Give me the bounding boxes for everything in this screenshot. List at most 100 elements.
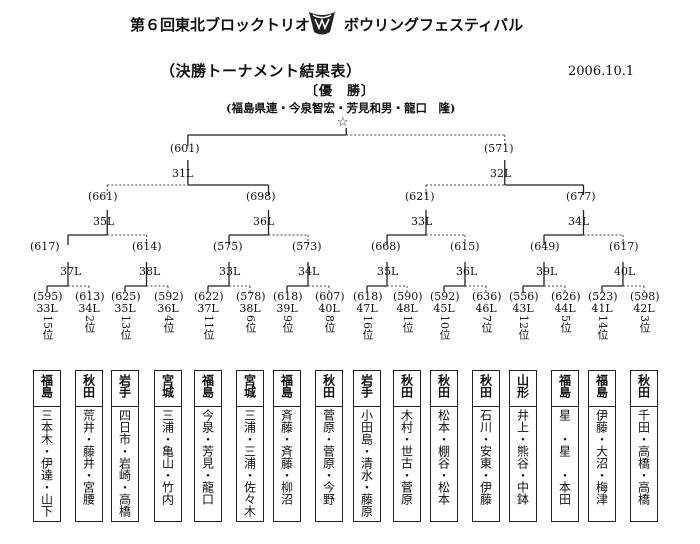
event-date: 2006.10.1 xyxy=(568,64,635,79)
card-divider xyxy=(394,406,420,407)
team-score: (592) xyxy=(154,290,184,303)
team-lane: 36L xyxy=(157,302,179,315)
card-divider xyxy=(473,406,499,407)
team-rank: 2位 xyxy=(83,315,96,333)
qf-lane-8: 40L xyxy=(614,265,636,278)
team-prefecture: 秋田 xyxy=(81,374,96,398)
team-lane: 44L xyxy=(554,302,576,315)
team-prefecture: 秋田 xyxy=(636,374,651,398)
team-prefecture: 山形 xyxy=(515,374,530,398)
team-players: 井上・熊谷・中鉢 xyxy=(515,409,530,505)
final-lane-left: 31L xyxy=(172,167,194,180)
team-score: (598) xyxy=(630,290,660,303)
final-lane-right: 32L xyxy=(490,167,512,180)
team-card: 岩手小田島・清水・藤原 xyxy=(353,370,381,522)
team-score: (618) xyxy=(353,290,383,303)
team-players: 菅原・菅原・今野 xyxy=(321,409,336,505)
card-divider xyxy=(237,406,263,407)
team-prefecture: 福島 xyxy=(200,374,215,398)
team-score: (622) xyxy=(194,290,224,303)
team-score: (590) xyxy=(393,290,423,303)
team-lane: 39L xyxy=(276,302,298,315)
card-divider xyxy=(316,406,342,407)
team-rank: 4位 xyxy=(162,315,175,333)
team-score: (595) xyxy=(33,290,63,303)
team-card: 宮城三浦・三浦・佐々木 xyxy=(236,370,264,522)
team-rank: 9位 xyxy=(281,315,294,333)
team-prefecture: 福島 xyxy=(557,374,572,398)
team-card: 福島三本木・伊達・山下 xyxy=(33,370,61,522)
team-players: 木村・世古・菅原 xyxy=(399,409,414,505)
team-rank: 7位 xyxy=(480,315,493,333)
champion-team: (福島県連・今泉智宏・芳見和男・龍口 隆) xyxy=(226,101,456,115)
team-rank: 6位 xyxy=(244,315,257,333)
team-players: 三浦・三浦・佐々木 xyxy=(242,409,257,517)
team-card: 秋田菅原・菅原・今野 xyxy=(315,370,343,522)
tournament-logo-icon xyxy=(309,12,335,35)
card-divider xyxy=(510,406,536,407)
title-right: ボウリングフェスティバル xyxy=(344,16,524,34)
team-lane: 34L xyxy=(78,302,100,315)
qf-score-7: (649) xyxy=(530,240,560,253)
team-prefecture: 宮城 xyxy=(242,374,257,398)
team-lane: 37L xyxy=(197,302,219,315)
team-lane: 41L xyxy=(591,302,613,315)
team-lane: 47L xyxy=(356,302,378,315)
team-score: (618) xyxy=(273,290,303,303)
team-prefecture: 岩手 xyxy=(117,374,132,398)
team-card: 秋田荒井・藤井・宮腰 xyxy=(75,370,103,522)
team-lane: 42L xyxy=(633,302,655,315)
team-rank: 16位 xyxy=(361,315,374,340)
semi-score-2: (698) xyxy=(246,190,276,203)
team-lane: 46L xyxy=(475,302,497,315)
semi-score-3: (621) xyxy=(405,190,435,203)
qf-score-1: (617) xyxy=(30,240,60,253)
team-lane: 40L xyxy=(318,302,340,315)
card-divider xyxy=(431,406,457,407)
team-card: 宮城三浦・亀山・竹内 xyxy=(154,370,182,522)
card-divider xyxy=(34,406,60,407)
team-players: 三本木・伊達・山下 xyxy=(39,409,54,517)
title-left: 第６回東北ブロックトリオ xyxy=(130,16,311,34)
team-card: 岩手四日市・岩崎・高橋 xyxy=(111,370,139,522)
card-divider xyxy=(195,406,221,407)
team-score: (592) xyxy=(430,290,460,303)
semi-lane-4: 34L xyxy=(568,215,590,228)
semi-lane-3: 33L xyxy=(411,215,433,228)
team-players: 三浦・亀山・竹内 xyxy=(160,409,175,505)
final-left-score: (601) xyxy=(170,142,200,155)
team-lane: 48L xyxy=(396,302,418,315)
team-card: 山形井上・熊谷・中鉢 xyxy=(509,370,537,522)
team-prefecture: 秋田 xyxy=(436,374,451,398)
team-card: 秋田松本・棚谷・松本 xyxy=(430,370,458,522)
team-card: 福島斉藤・斉藤・柳沼 xyxy=(273,370,301,522)
team-score: (626) xyxy=(551,290,581,303)
qf-lane-7: 39L xyxy=(536,265,558,278)
semi-score-4: (677) xyxy=(566,190,596,203)
title-row: 第６回東北ブロックトリオ ボウリングフェスティバル xyxy=(0,6,700,38)
team-players: 荒井・藤井・宮腰 xyxy=(81,409,96,505)
qf-score-4: (573) xyxy=(292,240,322,253)
team-rank: 13位 xyxy=(119,315,132,340)
team-players: 石川・安東・伊藤 xyxy=(478,409,493,505)
team-rank: 3位 xyxy=(638,315,651,333)
team-lane: 45L xyxy=(433,302,455,315)
team-score: (613) xyxy=(75,290,105,303)
team-players: 星 ・星 ・本田 xyxy=(557,409,572,505)
page-subtitle: （決勝トーナメント結果表） xyxy=(160,62,362,80)
semi-lane-1: 35L xyxy=(93,215,115,228)
qf-lane-3: 33L xyxy=(219,265,241,278)
team-rank: 11位 xyxy=(202,315,215,340)
team-lane: 35L xyxy=(114,302,136,315)
team-score: (523) xyxy=(588,290,618,303)
team-players: 千田・高橋・高橋 xyxy=(636,409,651,505)
